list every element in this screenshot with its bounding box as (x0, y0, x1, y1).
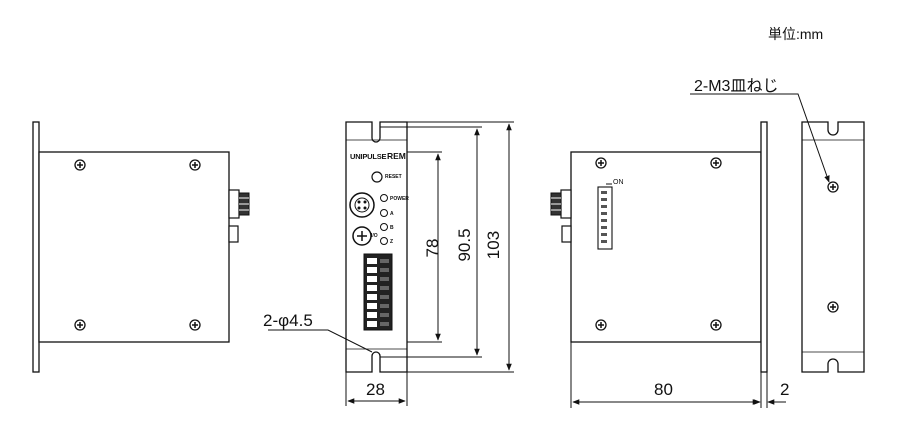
screw-icon (74, 319, 86, 331)
reset-button (371, 171, 383, 183)
dimension-inner-height: 78 (423, 238, 442, 258)
led-a (380, 209, 388, 217)
screw-icon (827, 301, 839, 313)
led-b (380, 223, 388, 231)
front-view (345, 121, 408, 373)
reset-label: RESET (385, 174, 402, 180)
right-flange (760, 121, 768, 373)
terminal-block (363, 253, 393, 331)
screw-icon (74, 159, 86, 171)
dip-switch (597, 186, 613, 250)
left-body (38, 151, 230, 343)
screw-icon (595, 319, 607, 331)
hole-annotation: 2-φ4.5 (263, 311, 313, 330)
dimension-front-width: 28 (366, 380, 385, 399)
io-label: I/O (371, 233, 378, 239)
led-z (380, 237, 388, 245)
led-label-z: Z (390, 239, 394, 245)
dimension-total-height: 103 (484, 230, 503, 260)
led-power (380, 194, 388, 202)
side-dimension-lines (570, 93, 830, 408)
front-dimension-lines (268, 121, 514, 406)
dimension-depth: 80 (654, 380, 673, 399)
screw-icon (595, 157, 607, 169)
screw-icon (710, 157, 722, 169)
screw-icon (710, 319, 722, 331)
connector-icon (228, 225, 239, 243)
led-label-b: B (390, 225, 394, 231)
left-side-view (32, 121, 250, 373)
led-label-power: POWER (390, 196, 409, 202)
screw-icon (827, 181, 839, 193)
connector-icon (561, 225, 572, 243)
mounting-plate-view (801, 121, 865, 373)
dimension-flange: 2 (780, 380, 790, 399)
dimension-mid-height: 90.5 (455, 228, 474, 262)
mounting-plate (801, 121, 865, 373)
right-side-view (550, 121, 768, 373)
switch-on-label: ON (613, 179, 624, 186)
screw-icon (189, 159, 201, 171)
model-label: REM (387, 151, 406, 161)
left-flange (32, 121, 40, 373)
screw-icon (189, 319, 201, 331)
led-label-a: A (390, 211, 394, 217)
brand-logo: UNIPULSE (350, 152, 387, 161)
connector-icon (228, 189, 250, 219)
connector-icon (550, 189, 572, 219)
screw-annotation: 2-M3皿ねじ (694, 78, 779, 95)
unit-label: 単位:mm (768, 26, 824, 42)
